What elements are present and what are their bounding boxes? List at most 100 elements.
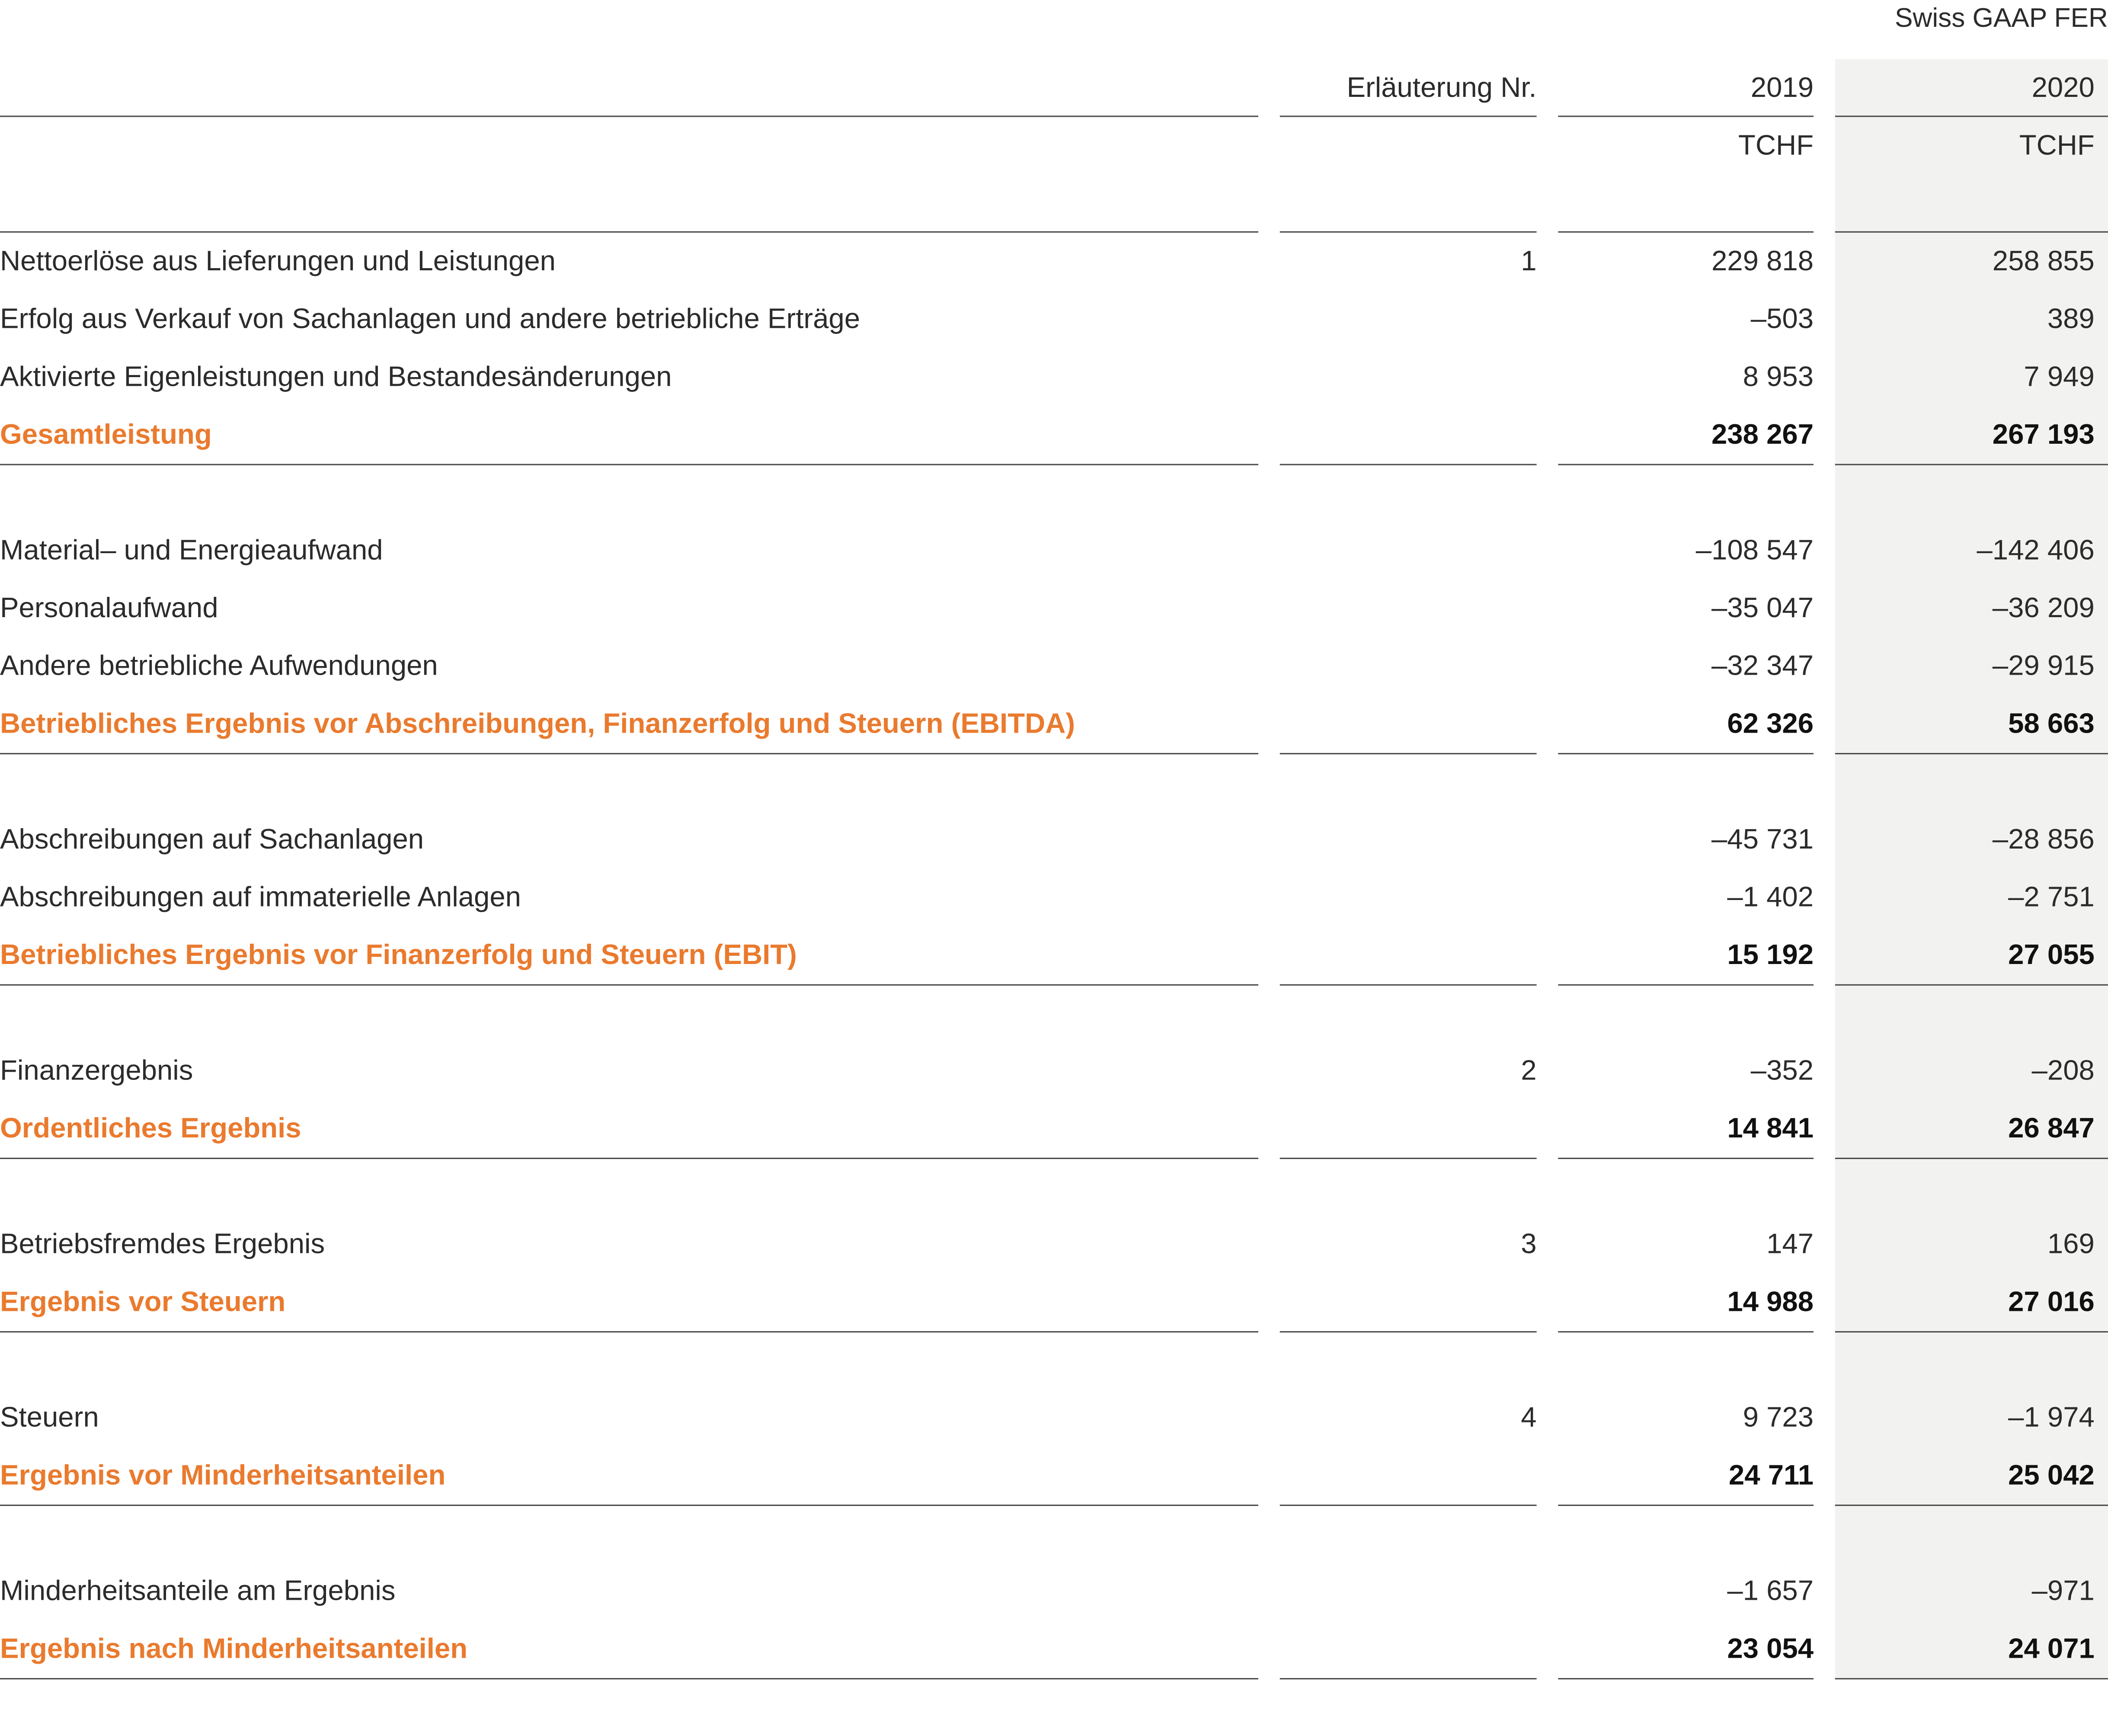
row-note [1280,1620,1537,1678]
section-gap [0,1505,2108,1563]
section-gap [0,753,2108,811]
row-value-2020: 389 [2047,304,2095,335]
row-label: Abschreibungen auf Sachanlagen [0,824,424,855]
subtotal-label: Betriebliches Ergebnis vor Abschreibunge… [0,708,1075,740]
row-value-2019: –108 547 [1695,535,1814,566]
row-value-2019: 8 953 [1743,362,1814,393]
subtotal-rule [1558,464,1814,465]
row-label: Finanzergebnis [0,1055,193,1087]
subtotal-rule [1835,464,2108,465]
subtotal-value-2020: 27 016 [2008,1287,2095,1318]
subtotal-rule [1280,1331,1537,1333]
subtotal-rule [1558,753,1814,755]
section-gap [0,1331,2108,1389]
header-rule [0,115,1259,117]
row-value-2020: –142 406 [1977,535,2095,566]
subtotal-value-2019: 15 192 [1727,940,1814,971]
row-label: Andere betriebliche Aufwendungen [0,650,438,682]
subtotal-label: Betriebliches Ergebnis vor Finanzerfolg … [0,940,797,971]
unit-rule [1835,231,2108,233]
table-row: Minderheitsanteile am Ergebnis –1 657 –9… [0,1563,2108,1621]
subtotal-value-2019: 238 267 [1711,420,1814,451]
row-label: Erfolg aus Verkauf von Sachanlagen und a… [0,304,860,335]
subtotal-rule [1558,984,1814,986]
unit-rule [1558,231,1814,233]
subtotal-rule [1558,1157,1814,1159]
subtotal-row: Ordentliches Ergebnis 14 841 26 847 [0,1100,2108,1159]
subtotal-row: Gesamtleistung 238 267 267 193 [0,406,2108,465]
row-value-2020: –28 856 [1992,824,2095,855]
row-label: Minderheitsanteile am Ergebnis [0,1576,396,1607]
accounting-standard-label: Swiss GAAP FER [1894,4,2108,34]
row-note [1280,291,1537,349]
row-label: Abschreibungen auf immaterielle Anlagen [0,882,521,913]
subtotal-value-2019: 14 841 [1727,1113,1814,1144]
row-note [1280,522,1537,580]
subtotal-rule [1280,753,1537,755]
subtotal-rule [1280,1504,1537,1506]
income-statement-table: Nettoerlöse aus Lieferungen und Leistung… [0,233,2108,1680]
unit-rule [0,231,1259,233]
subtotal-rule [0,984,1259,986]
subtotal-label: Ordentliches Ergebnis [0,1113,301,1144]
table-row: Nettoerlöse aus Lieferungen und Leistung… [0,233,2108,291]
subtotal-value-2020: 58 663 [2008,708,2095,740]
subtotal-value-2019: 62 326 [1727,708,1814,740]
row-label: Aktivierte Eigenleistungen und Bestandes… [0,362,672,393]
subtotal-rule [1280,464,1537,465]
row-value-2020: 258 855 [1992,246,2095,277]
year-2020-header: 2020 [2031,72,2095,104]
subtotal-rule [0,1157,1259,1159]
note-column-header: Erläuterung Nr. [1347,72,1537,104]
row-label: Betriebsfremdes Ergebnis [0,1229,325,1260]
section-gap [0,464,2108,522]
header-rule [1280,115,1537,117]
section-gap [0,1158,2108,1216]
subtotal-label: Ergebnis nach Minderheitsanteilen [0,1634,468,1665]
subtotal-label: Gesamtleistung [0,420,212,451]
subtotal-rule [1280,1678,1537,1680]
row-note [1280,1447,1537,1505]
current-year-column-shading [1835,59,2108,1678]
row-value-2020: 169 [2047,1229,2095,1260]
row-value-2020: –208 [2031,1055,2095,1087]
unit-2019: TCHF [1738,130,1814,162]
subtotal-row: Betriebliches Ergebnis vor Finanzerfolg … [0,926,2108,986]
subtotal-rule [0,464,1259,465]
row-value-2020: –36 209 [1992,593,2095,624]
table-row: Abschreibungen auf immaterielle Anlagen … [0,868,2108,926]
unit-rule [1280,231,1537,233]
subtotal-rule [1558,1504,1814,1506]
unit-row: TCHF TCHF [0,117,2108,175]
subtotal-rule [1835,1678,2108,1680]
table-row: Betriebsfremdes Ergebnis 3 147 169 [0,1216,2108,1274]
row-value-2019: –35 047 [1711,593,1814,624]
row-value-2019: –45 731 [1711,824,1814,855]
row-label: Steuern [0,1402,99,1434]
row-note [1280,1100,1537,1158]
row-note [1280,811,1537,869]
subtotal-rule [1558,1678,1814,1680]
row-note: 3 [1521,1229,1537,1260]
row-value-2020: 7 949 [2024,362,2095,393]
row-label: Personalaufwand [0,593,218,624]
table-row: Finanzergebnis 2 –352 –208 [0,1042,2108,1100]
row-value-2019: –1 402 [1727,882,1814,913]
subtotal-value-2020: 27 055 [2008,940,2095,971]
subtotal-rule [1835,1157,2108,1159]
subtotal-row: Ergebnis vor Steuern 14 988 27 016 [0,1273,2108,1333]
subtotal-row: Betriebliches Ergebnis vor Abschreibunge… [0,695,2108,755]
subtotal-value-2019: 24 711 [1728,1460,1814,1491]
table-row: Abschreibungen auf Sachanlagen –45 731 –… [0,811,2108,869]
row-note [1280,637,1537,695]
row-value-2019: –352 [1750,1055,1814,1087]
row-note [1280,695,1537,753]
subtotal-value-2019: 23 054 [1727,1634,1814,1665]
row-value-2019: –503 [1750,304,1814,335]
row-note: 2 [1521,1055,1537,1087]
subtotal-rule [1835,753,2108,755]
subtotal-value-2020: 26 847 [2008,1113,2095,1144]
table-row: Andere betriebliche Aufwendungen –32 347… [0,637,2108,695]
subtotal-value-2020: 25 042 [2008,1460,2095,1491]
